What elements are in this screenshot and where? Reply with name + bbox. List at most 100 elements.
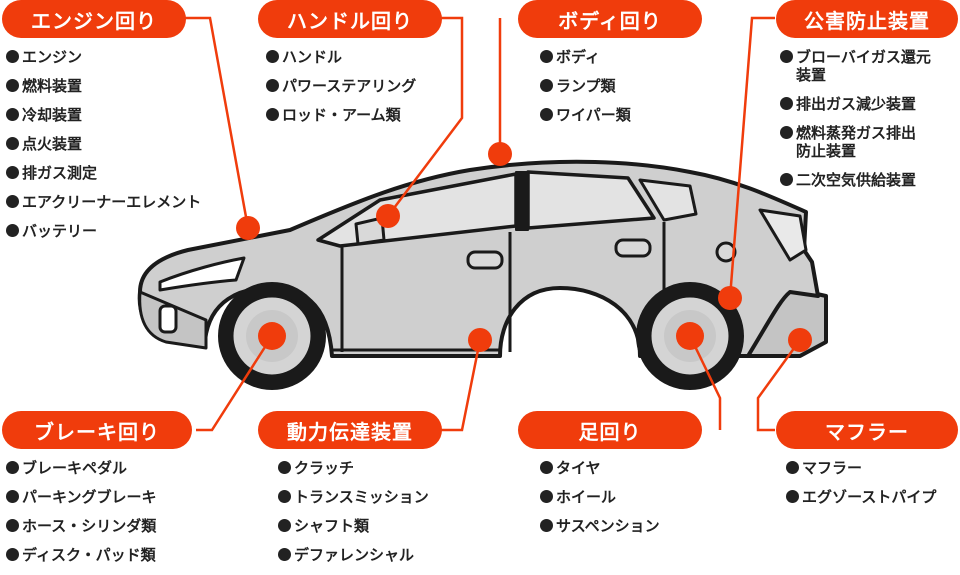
list-item: エンジン <box>6 48 201 66</box>
category-pollution-label: 公害防止装置 <box>776 0 958 38</box>
leader-pollution <box>728 16 775 299</box>
bullet-icon <box>540 461 553 474</box>
list-item: ロッド・アーム類 <box>266 106 442 124</box>
bullet-icon <box>266 79 279 92</box>
list-item: 排ガス測定 <box>6 164 201 182</box>
bullet-icon <box>780 50 793 63</box>
list-item: 点火装置 <box>6 135 201 153</box>
bullet-icon <box>266 108 279 121</box>
category-drivetrain-items: クラッチ トランスミッション シャフト類 デファレンシャル <box>278 459 442 564</box>
category-body-label: ボディ回り <box>518 0 702 38</box>
list-item: 燃料装置 <box>6 77 201 95</box>
category-drivetrain-label: 動力伝達装置 <box>258 411 442 449</box>
list-item: 二次空気供給装置 <box>780 171 958 189</box>
list-item: エアクリーナーエレメント <box>6 193 201 211</box>
list-item: シャフト類 <box>278 517 442 535</box>
list-item: ブローバイガス還元 装置 <box>780 48 958 84</box>
leader-drivetrain <box>440 339 482 432</box>
category-suspension-items: タイヤ ホイール サスペンション <box>540 459 702 535</box>
bullet-icon <box>278 490 291 503</box>
category-muffler-label: マフラー <box>776 411 958 449</box>
category-brake-items: ブレーキペダル パーキングブレーキ ホース・シリンダ類 ディスク・パッド類 <box>6 459 192 564</box>
bullet-icon <box>278 548 291 561</box>
category-body: ボディ回り ボディ ランプ類 ワイパー類 <box>518 0 702 135</box>
marker-muffler <box>788 328 812 352</box>
list-item: デファレンシャル <box>278 546 442 564</box>
marker-pollution <box>718 286 742 310</box>
list-item: ボディ <box>540 48 702 66</box>
category-muffler-items: マフラー エグゾーストパイプ <box>786 459 958 506</box>
category-engine-label: エンジン回り <box>2 0 186 38</box>
list-item: ホイール <box>540 488 702 506</box>
category-handle: ハンドル回り ハンドル パワーステアリング ロッド・アーム類 <box>258 0 442 135</box>
leader-handle <box>387 16 464 217</box>
bullet-icon <box>780 97 793 110</box>
bullet-icon <box>6 50 19 63</box>
marker-front-wheel <box>258 322 286 350</box>
bullet-icon <box>6 548 19 561</box>
bullet-icon <box>540 519 553 532</box>
category-brake-label: ブレーキ回り <box>2 411 192 449</box>
bullet-icon <box>786 490 799 503</box>
bullet-icon <box>278 519 291 532</box>
list-item: パワーステアリング <box>266 77 442 95</box>
list-item: クラッチ <box>278 459 442 477</box>
list-item: 燃料蒸発ガス排出 防止装置 <box>780 124 958 160</box>
category-body-items: ボディ ランプ類 ワイパー類 <box>540 48 702 124</box>
category-handle-label: ハンドル回り <box>258 0 442 38</box>
leader-engine <box>180 16 250 229</box>
category-drivetrain: 動力伝達装置 クラッチ トランスミッション シャフト類 デファレンシャル <box>258 411 442 575</box>
list-item: バッテリー <box>6 222 201 240</box>
bullet-icon <box>6 519 19 532</box>
leader-brake <box>196 335 274 432</box>
list-item: エグゾーストパイプ <box>786 488 958 506</box>
marker-body <box>488 142 512 166</box>
bullet-icon <box>6 490 19 503</box>
category-suspension-label: 足回り <box>518 411 702 449</box>
category-handle-items: ハンドル パワーステアリング ロッド・アーム類 <box>266 48 442 124</box>
bullet-icon <box>6 166 19 179</box>
list-item: パーキングブレーキ <box>6 488 192 506</box>
bullet-icon <box>6 195 19 208</box>
bullet-icon <box>6 79 19 92</box>
list-item: ディスク・パッド類 <box>6 546 192 564</box>
category-brake: ブレーキ回り ブレーキペダル パーキングブレーキ ホース・シリンダ類 ディスク・… <box>2 411 192 575</box>
leader-muffler <box>756 339 802 432</box>
marker-rear-wheel <box>676 322 704 350</box>
list-item: トランスミッション <box>278 488 442 506</box>
bullet-icon <box>266 50 279 63</box>
bullet-icon <box>6 108 19 121</box>
markers <box>236 142 812 352</box>
list-item: ハンドル <box>266 48 442 66</box>
list-item: ランプ類 <box>540 77 702 95</box>
bullet-icon <box>780 173 793 186</box>
bullet-icon <box>6 461 19 474</box>
list-item: サスペンション <box>540 517 702 535</box>
category-pollution-items: ブローバイガス還元 装置 排出ガス減少装置 燃料蒸発ガス排出 防止装置 二次空気… <box>780 48 958 189</box>
list-item: ワイパー類 <box>540 106 702 124</box>
category-muffler: マフラー マフラー エグゾーストパイプ <box>776 411 958 517</box>
bullet-icon <box>6 224 19 237</box>
list-item: 排出ガス減少装置 <box>780 95 958 113</box>
bullet-icon <box>6 137 19 150</box>
bullet-icon <box>540 108 553 121</box>
bullet-icon <box>786 461 799 474</box>
category-pollution: 公害防止装置 ブローバイガス還元 装置 排出ガス減少装置 燃料蒸発ガス排出 防止… <box>776 0 958 200</box>
list-item: マフラー <box>786 459 958 477</box>
marker-drivetrain <box>468 328 492 352</box>
bullet-icon <box>540 490 553 503</box>
bullet-icon <box>540 79 553 92</box>
category-engine-items: エンジン 燃料装置 冷却装置 点火装置 排ガス測定 エアクリーナーエレメント バ… <box>6 48 201 240</box>
list-item: 冷却装置 <box>6 106 201 124</box>
bullet-icon <box>780 126 793 139</box>
marker-engine <box>236 216 260 240</box>
category-suspension: 足回り タイヤ ホイール サスペンション <box>518 411 702 546</box>
list-item: タイヤ <box>540 459 702 477</box>
list-item: ブレーキペダル <box>6 459 192 477</box>
list-item: ホース・シリンダ類 <box>6 517 192 535</box>
leader-suspension <box>688 335 722 430</box>
bullet-icon <box>278 461 291 474</box>
bullet-icon <box>540 50 553 63</box>
marker-handle <box>376 204 400 228</box>
